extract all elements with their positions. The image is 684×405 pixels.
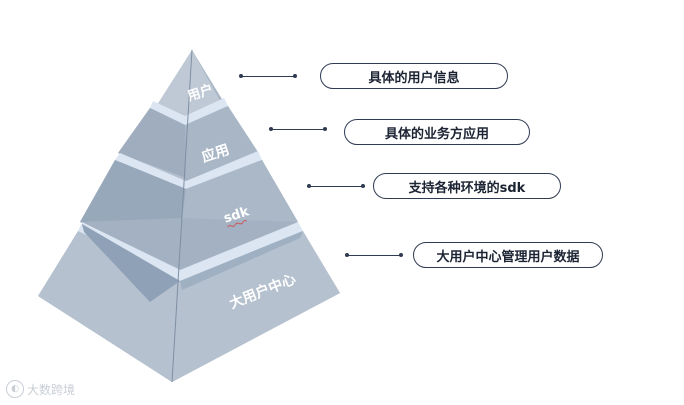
leader-line-4: [347, 255, 401, 256]
tier-3-shadow: [182, 160, 298, 222]
tier-1-front: [155, 50, 222, 122]
callout-user-info-text: 具体的用户信息: [368, 70, 460, 86]
tier-4-inner: [82, 224, 180, 302]
watermark-logo-icon: ◐: [6, 380, 24, 398]
layer-label-1: 用户: [185, 81, 216, 105]
leader-dot-2-end: [323, 127, 327, 131]
band-2: [115, 151, 262, 189]
band-1: [150, 98, 228, 125]
callout-sdk-text: 支持各种环境的sdk: [408, 180, 526, 196]
leader-line-2: [271, 129, 325, 130]
leader-line-3: [309, 186, 363, 187]
pyramid-edge: [171, 49, 193, 383]
callout-user-center-text: 大用户中心管理用户数据: [436, 249, 580, 265]
callout-user-info: 具体的用户信息: [320, 63, 508, 89]
tier-4-face: [38, 231, 340, 382]
leader-line-1: [241, 76, 295, 77]
leader-dot-1-end: [293, 74, 297, 78]
leader-dot-4-end: [399, 253, 403, 257]
tier-2-inner: [118, 108, 186, 178]
tier-4-inner-right: [180, 231, 303, 290]
watermark: ◐ 大数跨境: [6, 380, 75, 398]
callout-sdk: 支持各种环境的sdk: [373, 173, 561, 199]
callout-business-app: 具体的业务方应用: [344, 119, 530, 145]
sdk-underline: [227, 220, 247, 228]
watermark-text: 大数跨境: [27, 382, 76, 397]
leader-dot-3-end: [361, 184, 365, 188]
tier-3-inner: [80, 160, 186, 222]
callout-user-center: 大用户中心管理用户数据: [413, 242, 603, 268]
callout-business-app-text: 具体的业务方应用: [384, 126, 489, 142]
